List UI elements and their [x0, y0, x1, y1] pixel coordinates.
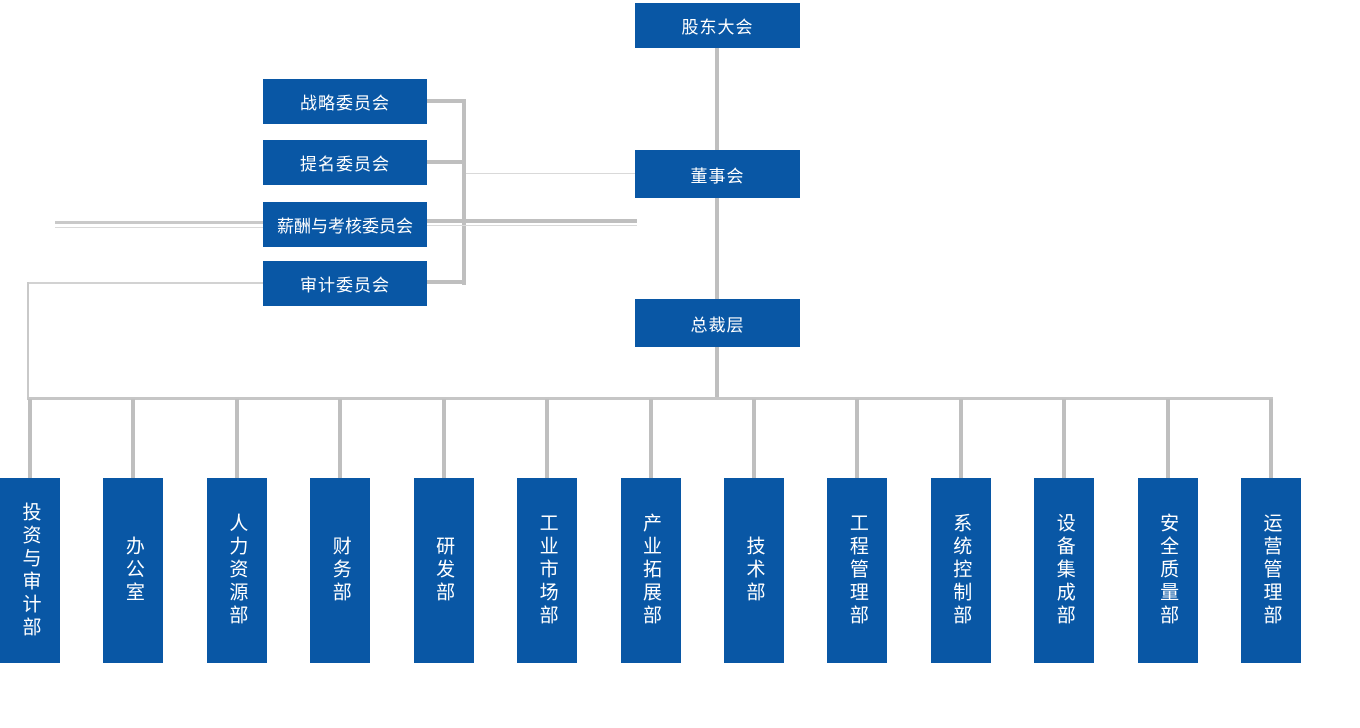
dept-label: 系统控制部: [950, 513, 972, 628]
connector-drop-dept-3: [234, 399, 239, 478]
node-dept-office: 办公室: [103, 478, 164, 663]
dept-label: 办公室: [122, 536, 144, 605]
dept-label: 安全质量部: [1157, 513, 1179, 628]
dept-label: 技术部: [743, 536, 765, 605]
node-dept-safety-quality: 安全质量部: [1137, 478, 1198, 663]
connector-audit-left: [27, 282, 263, 284]
node-dept-operations-mgmt: 运营管理部: [1241, 478, 1302, 663]
connector-left-vertical: [27, 282, 29, 399]
dept-label: 工程管理部: [846, 513, 868, 628]
dept-label: 人力资源部: [226, 513, 248, 628]
connector-remuneration-left: [55, 221, 263, 224]
connector-drop-dept-1: [28, 399, 32, 478]
connector-drop-dept-4: [338, 399, 343, 478]
node-board-of-directors: 董事会: [635, 150, 800, 198]
node-president-level: 总裁层: [635, 299, 800, 347]
node-audit-committee: 审计委员会: [263, 261, 427, 306]
dept-label: 工业市场部: [536, 513, 558, 628]
node-dept-research: 研发部: [413, 478, 474, 663]
dept-label: 设备集成部: [1053, 513, 1075, 628]
connector-audit-stub: [427, 280, 466, 284]
connector-drop-dept-12: [1165, 399, 1170, 478]
dept-label: 投资与审计部: [19, 501, 41, 640]
connector-strategy-stub: [427, 99, 466, 103]
connector-nomination-stub: [427, 160, 466, 164]
connector-drop-dept-13: [1269, 399, 1274, 478]
connector-drop-dept-2: [131, 399, 136, 478]
node-nomination-committee: 提名委员会: [263, 140, 427, 185]
node-strategy-committee: 战略委员会: [263, 79, 427, 124]
connector-drop-dept-5: [441, 399, 446, 478]
node-dept-industrial-market: 工业市场部: [517, 478, 578, 663]
connector-drop-dept-10: [958, 399, 963, 478]
dept-label: 研发部: [433, 536, 455, 605]
connector-drop-dept-6: [545, 399, 550, 478]
connector-board-president: [715, 198, 719, 300]
node-dept-investment-audit: 投资与审计部: [0, 478, 60, 663]
connector-department-bus: [27, 397, 1273, 400]
node-remuneration-committee: 薪酬与考核委员会: [263, 202, 427, 247]
connector-drop-dept-11: [1062, 399, 1067, 478]
node-dept-system-control: 系统控制部: [930, 478, 991, 663]
node-dept-human-resources: 人力资源部: [206, 478, 267, 663]
dept-label: 财务部: [329, 536, 351, 605]
connector-bracket-board: [466, 173, 635, 174]
dept-label: 运营管理部: [1260, 513, 1282, 628]
connector-remuneration-left-thin: [55, 227, 263, 228]
node-dept-industry-expansion: 产业拓展部: [620, 478, 681, 663]
node-dept-finance: 财务部: [310, 478, 371, 663]
connector-drop-dept-8: [751, 399, 756, 478]
connector-remuneration-right: [427, 219, 637, 223]
node-dept-engineering-mgmt: 工程管理部: [827, 478, 888, 663]
connector-drop-dept-9: [855, 399, 860, 478]
connector-drop-dept-7: [648, 399, 653, 478]
dept-label: 产业拓展部: [640, 513, 662, 628]
node-dept-equipment-integration: 设备集成部: [1034, 478, 1095, 663]
node-shareholders-meeting: 股东大会: [635, 3, 800, 48]
connector-committee-bracket: [462, 99, 466, 285]
connector-remuneration-right-thin: [427, 225, 637, 226]
connector-shareholders-board: [715, 48, 719, 151]
node-dept-technology: 技术部: [723, 478, 784, 663]
connector-president-bus: [715, 347, 719, 400]
